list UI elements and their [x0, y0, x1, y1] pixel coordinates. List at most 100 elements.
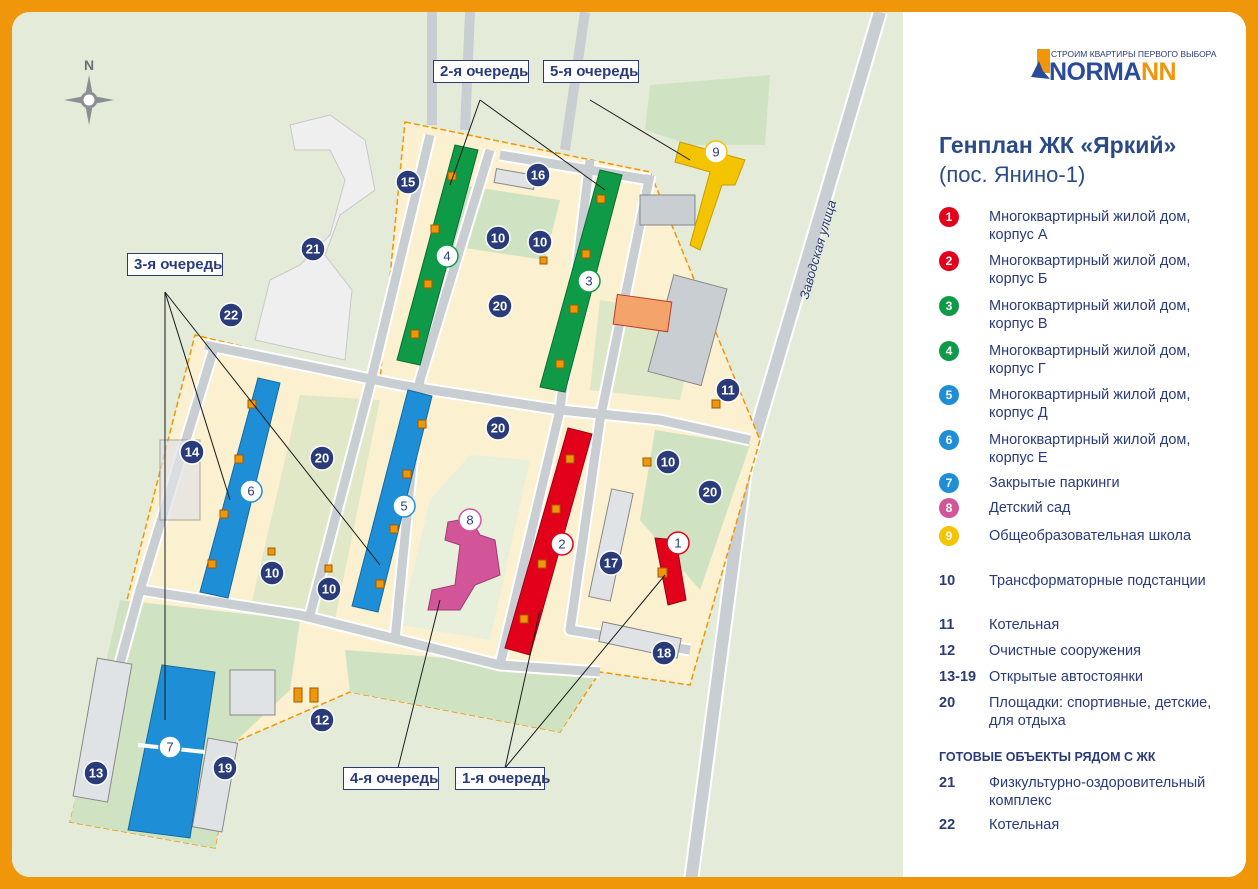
legend-key: 1: [939, 207, 989, 244]
legend-item-4: 4 Многоквартирный жилой дом, корпус Г: [939, 341, 1239, 378]
legend-label: Общеобразовательная школа: [989, 528, 1192, 544]
queue-5-label: 5-я очередь: [543, 60, 639, 83]
legend-key: 4: [939, 341, 989, 378]
map-marker-16: [525, 162, 551, 188]
queue-3-text: 3-я очередь: [134, 256, 223, 273]
legend-item-5: 5 Многоквартирный жилой дом, корпус Д: [939, 385, 1239, 422]
queue-2-label: 2-я очередь: [433, 60, 529, 83]
queue-pointers: [164, 99, 691, 769]
page-title: Генплан ЖК «Яркий»: [939, 132, 1177, 158]
map-marker-label: 10: [265, 566, 279, 581]
legend-marker: 6: [939, 430, 959, 450]
legend-marker: 5: [939, 385, 959, 405]
map-marker-13: [83, 760, 109, 786]
building-marker-1: [666, 531, 690, 555]
map-marker-label: 12: [315, 713, 329, 728]
legend-marker: 8: [939, 498, 959, 518]
legend-marker: 3: [939, 296, 959, 316]
legend-label: Многоквартирный жилой дом, корпус Г: [989, 343, 1191, 377]
map-marker-label: 17: [604, 556, 618, 571]
map-marker-label: 20: [703, 485, 717, 500]
building-marker-7: [158, 735, 182, 759]
logo-tagline: СТРОИМ КВАРТИРЫ ПЕРВОГО ВЫБОРА: [1051, 49, 1217, 59]
building-marker-label: 6: [247, 484, 254, 499]
building-marker-label: 5: [400, 499, 407, 514]
legend-label: Физкультурно-оздоровительный комплекс: [989, 775, 1206, 809]
legend-key: 3: [939, 296, 989, 333]
legend-key: 7: [939, 473, 989, 493]
legend-label: Многоквартирный жилой дом, корпус Е: [989, 432, 1191, 466]
legend-item-21: 21 Физкультурно-оздоровительный комплекс: [939, 774, 1239, 810]
building-marker-label: 9: [712, 145, 719, 160]
map-marker-label: 10: [661, 455, 675, 470]
legend-key: 11: [939, 617, 955, 633]
queue-3-label: 3-я очередь: [127, 253, 223, 276]
queue-5-text: 5-я очередь: [550, 63, 639, 80]
building-5: [351, 389, 433, 613]
legend-label: Площадки: спортивные, детские, для отдых…: [989, 695, 1212, 729]
legend-key: 8: [939, 498, 989, 518]
legend-key: 9: [939, 526, 989, 546]
building-marker-6: [239, 479, 263, 503]
legend-panel: СТРОИМ КВАРТИРЫ ПЕРВОГО ВЫБОРА NORMANN Г…: [903, 12, 1246, 877]
legend-key: 6: [939, 430, 989, 467]
map-marker-10: [316, 576, 342, 602]
map-marker-22: [218, 302, 244, 328]
map-marker-15: [395, 169, 421, 195]
map-marker-10: [485, 225, 511, 251]
legend-marker: 4: [939, 341, 959, 361]
map-marker-label: 13: [89, 766, 103, 781]
legend-marker: 1: [939, 207, 959, 227]
map-marker-label: 10: [491, 231, 505, 246]
legend-item-6: 6 Многоквартирный жилой дом, корпус Е: [939, 430, 1239, 467]
map-marker-label: 20: [493, 299, 507, 314]
legend-item-1: 1 Многоквартирный жилой дом, корпус А: [939, 207, 1239, 244]
building-8-kindergarten: [427, 517, 501, 611]
queue-1-text: 1-я очередь: [462, 770, 551, 787]
legend-label: Многоквартирный жилой дом, корпус А: [989, 209, 1191, 243]
map-marker-label: 19: [218, 761, 232, 776]
compass-rose-icon: [64, 75, 114, 125]
map-marker-10: [527, 229, 553, 255]
building-marker-4: [435, 244, 459, 268]
queue-2-text: 2-я очередь: [440, 63, 529, 80]
compass-north: N: [84, 57, 94, 73]
legend-label: Многоквартирный жилой дом, корпус Д: [989, 387, 1191, 421]
map-marker-10: [259, 560, 285, 586]
nearby-heading: ГОТОВЫЕ ОБЪЕКТЫ РЯДОМ С ЖК: [939, 750, 1156, 764]
map-marker-21: [300, 236, 326, 262]
legend-key: 21: [939, 775, 956, 791]
map-marker-20: [485, 415, 511, 441]
legend-label: Закрытые паркинги: [989, 475, 1120, 491]
building-marker-label: 2: [558, 537, 565, 552]
map-marker-label: 15: [401, 175, 415, 190]
map-marker-17: [598, 550, 624, 576]
legend-label: Открытые автостоянки: [989, 669, 1143, 685]
map-marker-20: [309, 445, 335, 471]
map-marker-label: 18: [657, 646, 671, 661]
legend-marker: 9: [939, 526, 959, 546]
building-marker-9: [704, 140, 728, 164]
map-marker-label: 10: [322, 582, 336, 597]
sports-complex-building: [254, 114, 376, 361]
brand-part-b: NN: [1140, 58, 1177, 86]
legend-label: Котельная: [989, 617, 1060, 633]
map-marker-18: [651, 640, 677, 666]
legend-item-11: 11 Котельная: [939, 616, 1239, 634]
queue-4-text: 4-я очередь: [350, 770, 439, 787]
building-marker-5: [392, 494, 416, 518]
queue-1-label: 1-я очередь: [455, 767, 550, 790]
legend-key: 12: [939, 643, 956, 659]
legend-marker: 2: [939, 251, 959, 271]
map-marker-19: [212, 755, 238, 781]
map-marker-20: [487, 293, 513, 319]
